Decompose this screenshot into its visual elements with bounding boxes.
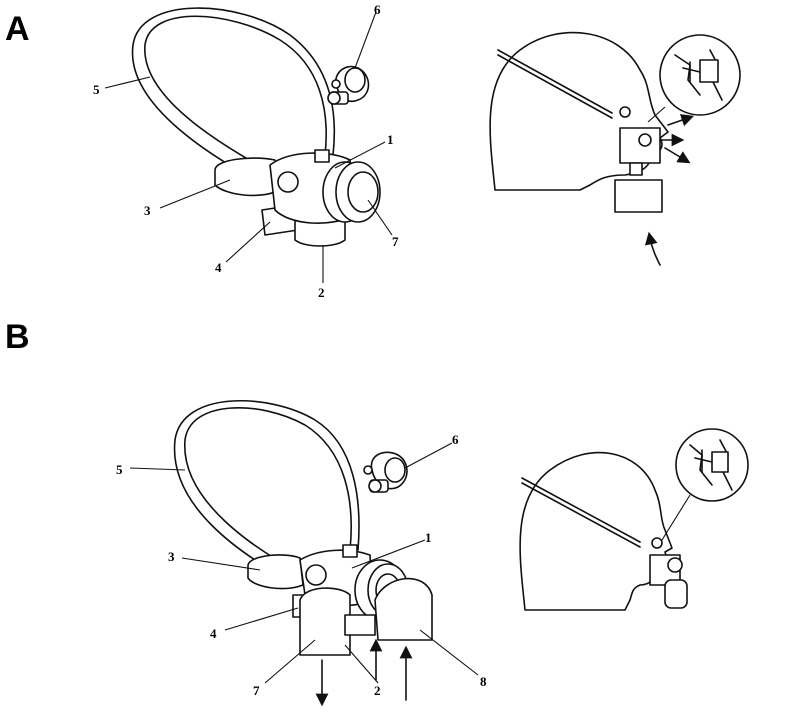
elbow-7-b (299, 587, 351, 656)
panel-label-a: A (5, 10, 30, 48)
elbow-b-small (664, 579, 688, 609)
callout-8-b: 8 (480, 674, 487, 689)
head-profile-a (489, 31, 741, 266)
callout-1-b: 1 (425, 530, 432, 545)
mouthpiece-3-b (247, 554, 304, 590)
callout-7-a: 7 (392, 234, 399, 249)
elbow-8-b (374, 577, 433, 641)
mouthpiece-3-a (214, 157, 281, 197)
callout-2-a: 2 (318, 285, 325, 300)
mask-device-a (104, 7, 393, 283)
head-strap-a (144, 15, 327, 181)
callout-4-a: 4 (215, 260, 222, 275)
callout-3-a: 3 (144, 203, 151, 218)
callout-6-b: 6 (452, 432, 459, 447)
panel-label-b: B (5, 318, 30, 356)
panel-b: B (5, 318, 749, 707)
callout-7-b: 7 (253, 683, 260, 698)
panel-a: A (5, 2, 741, 300)
head-strap-b (184, 407, 352, 576)
part-2-b (344, 614, 376, 636)
callout-3-b: 3 (168, 549, 175, 564)
mask-device-b (129, 399, 479, 707)
callout-6-a: 6 (374, 2, 381, 17)
canister-a (614, 179, 663, 213)
callout-4-b: 4 (210, 626, 217, 641)
callout-5-a: 5 (93, 82, 100, 97)
callout-1-a: 1 (387, 132, 394, 147)
head-profile-b (519, 428, 749, 611)
callout-2-b: 2 (374, 683, 381, 698)
callout-5-b: 5 (116, 462, 123, 477)
